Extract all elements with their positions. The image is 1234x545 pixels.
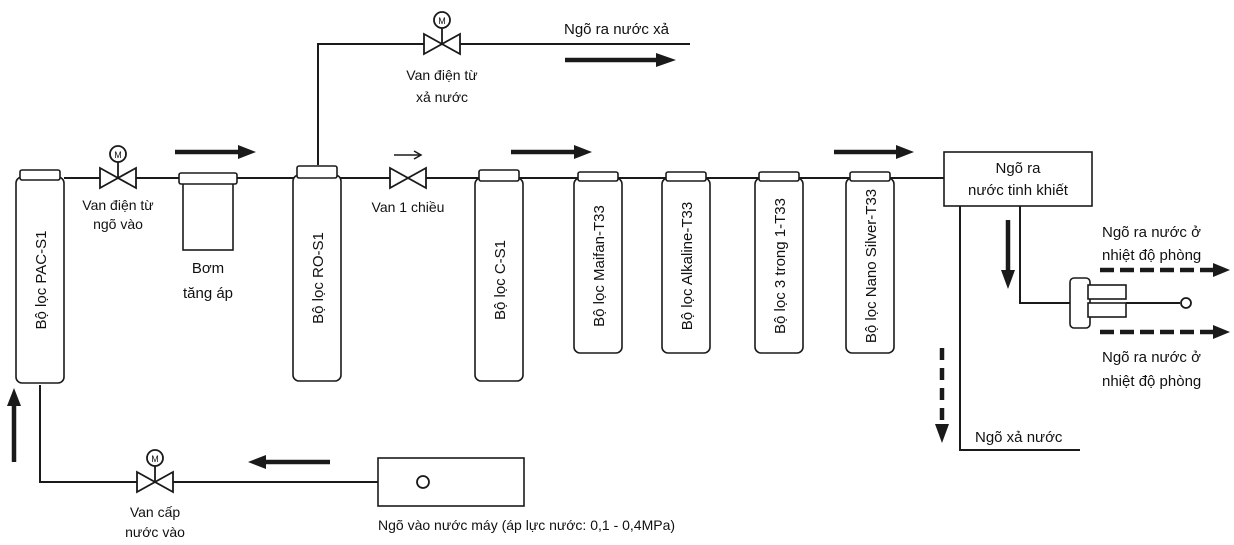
room-temp-top-line2: nhiệt độ phòng [1102,247,1201,264]
room-temp-bottom-line1: Ngõ ra nước ở [1102,349,1201,366]
supply-valve-label-line2: nước vào [125,524,185,540]
pure-out-line1: Ngõ ra [995,160,1041,177]
inlet-solenoid-valve: M Van điện từ ngõ vào [82,145,154,232]
pump-label-line1: Bơm [192,260,224,277]
filter-nano-silver-label: Bộ lọc Nano Silver-T33 [863,189,880,343]
arrow-right-icon [574,145,592,159]
faucet-pipe [1019,205,1070,304]
arrow-down-icon [1001,270,1015,289]
pure-out-line2: nước tinh khiết [968,182,1069,199]
flush-out-label: Ngõ ra nước xả [564,21,670,38]
supply-valve-label-line1: Van cấp [130,504,181,520]
room-temp-bottom-line2: nhiệt độ phòng [1102,373,1201,390]
inlet-label: Ngõ vào nước máy (áp lực nước: 0,1 - 0,4… [378,517,675,533]
filter-alkaline-label: Bộ lọc Alkaline-T33 [679,202,696,330]
drain-pipe [959,205,1080,451]
flow-arrows [7,53,1230,469]
flush-valve-label-line1: Van điện từ [406,67,477,83]
arrow-right-icon [896,145,914,159]
filter-nano-silver: Bộ lọc Nano Silver-T33 [845,171,895,354]
inlet-valve-label-line2: ngõ vào [93,216,143,232]
arrow-right-dashed-icon [1213,325,1230,339]
filter-ro: Bộ lọc RO-S1 [292,165,342,382]
check-valve: Van 1 chiều [372,150,445,215]
arrow-right-icon [238,145,256,159]
valve-symbol-icon: M [151,454,159,464]
inlet-valve-label-line1: Van điện từ [82,197,153,213]
filter-maifan: Bộ lọc Maifan-T33 [573,171,623,354]
filter-c-label: Bộ lọc C-S1 [492,240,509,320]
filter-alkaline: Bộ lọc Alkaline-T33 [661,171,711,354]
filter-c: Bộ lọc C-S1 [474,169,524,382]
inlet-pipe [39,385,420,483]
booster-pump: Bơm tăng áp [178,172,238,302]
tap-inlet: Ngõ vào nước máy (áp lực nước: 0,1 - 0,4… [377,457,675,533]
arrow-left-icon [248,455,266,469]
valve-symbol-icon: M [114,150,122,160]
filter-ro-label: Bộ lọc RO-S1 [310,232,327,324]
arrow-right-dashed-icon [1213,263,1230,277]
pure-water-outlet: Ngõ ra nước tinh khiết [943,151,1093,207]
supply-valve: M Van cấp nước vào [125,449,185,540]
flush-pipe [317,43,690,165]
valve-symbol-icon: M [438,16,446,26]
drain-out-label: Ngõ xả nước [975,429,1063,446]
faucet [1069,277,1192,329]
filter-pac-label: Bộ lọc PAC-S1 [33,231,50,330]
arrow-right-icon [656,53,676,67]
arrow-up-icon [7,388,21,406]
filter-three-in-one: Bộ lọc 3 trong 1-T33 [754,171,804,354]
arrow-down-dashed-icon [935,424,949,443]
room-temp-top-line1: Ngõ ra nước ở [1102,224,1201,241]
flush-valve-label-line2: xả nước [416,89,468,105]
pump-label-line2: tăng áp [183,285,233,302]
filter-maifan-label: Bộ lọc Maifan-T33 [591,205,608,327]
check-valve-label: Van 1 chiều [372,199,445,215]
filter-pac: Bộ lọc PAC-S1 [15,169,65,384]
flush-solenoid-valve: M Van điện từ xả nước [406,11,478,105]
filter-three-in-one-label: Bộ lọc 3 trong 1-T33 [772,198,789,334]
